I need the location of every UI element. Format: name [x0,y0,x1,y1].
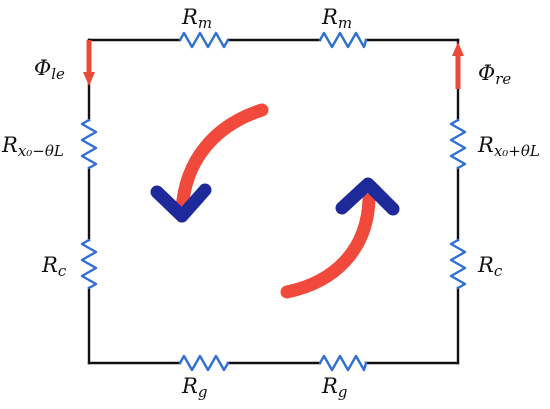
zigzag-resistor-icon [318,354,368,372]
label-left-upper-resistor: Rx₀−θL [1,133,64,160]
resistors [80,31,467,372]
zigzag-resistor-icon [178,31,230,49]
label-bottom-right-resistor: Rg [321,374,347,401]
zigzag-resistor-icon [449,118,467,170]
circulation-arrows [150,103,400,299]
zigzag-resistor-icon [449,238,467,290]
circuit-wires [87,38,460,365]
red-straight-arrow-icon [83,40,95,86]
label-bottom-left-resistor: Rg [181,374,207,401]
curved-circulation-arrow-icon [280,177,400,299]
zigzag-resistor-icon [178,354,230,372]
label-left-flux: Φle [34,56,65,83]
label-left-lower-resistor: Rc [41,253,67,280]
label-right-lower-resistor: Rc [477,253,503,280]
zigzag-resistor-icon [80,238,98,290]
zigzag-resistor-icon [80,118,98,170]
zigzag-resistor-icon [318,31,368,49]
label-right-flux: Φre [478,61,511,88]
label-top-right-resistor: Rm [321,5,352,32]
label-right-upper-resistor: Rx₀+θL [477,133,540,160]
curved-circulation-arrow-icon [150,103,269,223]
label-top-left-resistor: Rm [181,5,212,32]
red-straight-arrow-icon [452,42,464,89]
flux-arrows [83,40,464,89]
